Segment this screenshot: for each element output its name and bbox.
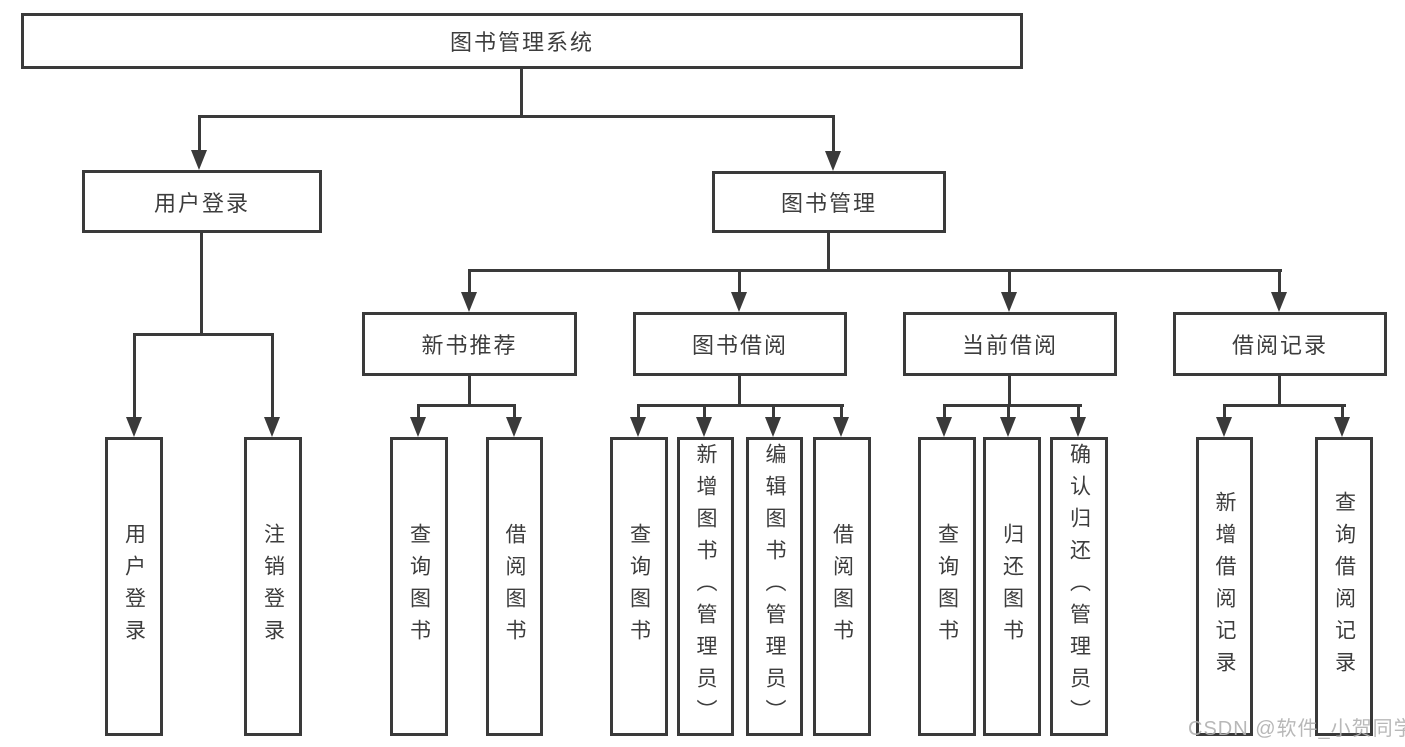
- arrow-down-icon: [1001, 292, 1017, 312]
- connector-line: [417, 404, 516, 407]
- arrow-down-icon: [765, 417, 781, 437]
- arrow-down-icon: [833, 417, 849, 437]
- leaf-query-book-3-label: 查询图书: [935, 522, 959, 651]
- arrow-down-icon: [506, 417, 522, 437]
- arrow-down-icon: [630, 417, 646, 437]
- leaf-edit-book-admin: 编辑图书（管理员）: [746, 437, 803, 736]
- leaf-return-book-label: 归还图书: [1000, 522, 1024, 651]
- node-borrow-record-label: 借阅记录: [1231, 333, 1328, 358]
- node-borrow-record: 借阅记录: [1173, 312, 1387, 376]
- leaf-return-book: 归还图书: [983, 437, 1041, 736]
- leaf-query-book-1: 查询图书: [390, 437, 448, 736]
- connector-line: [840, 404, 843, 420]
- connector-line: [738, 269, 741, 295]
- connector-line: [738, 376, 741, 407]
- connector-line: [827, 233, 830, 272]
- node-book-borrow: 图书借阅: [633, 312, 847, 376]
- connector-line: [1341, 404, 1344, 420]
- leaf-query-book-1-label: 查询图书: [407, 522, 431, 651]
- arrow-down-icon: [264, 417, 280, 437]
- node-current-borrow: 当前借阅: [903, 312, 1117, 376]
- arrow-down-icon: [191, 150, 207, 170]
- leaf-borrow-book-1-label: 借阅图书: [503, 522, 526, 651]
- node-book-management-label: 图书管理: [780, 191, 877, 216]
- arrow-down-icon: [731, 292, 747, 312]
- node-book-borrow-label: 图书借阅: [691, 333, 788, 358]
- connector-line: [513, 404, 516, 420]
- connector-line: [1278, 269, 1281, 295]
- connector-line: [637, 404, 640, 420]
- arrow-down-icon: [1216, 417, 1232, 437]
- leaf-borrow-book-1: 借阅图书: [486, 437, 543, 736]
- connector-line: [1008, 376, 1011, 407]
- watermark: CSDN @软件_小贺同学: [1188, 718, 1405, 740]
- arrow-down-icon: [936, 417, 952, 437]
- connector-line: [468, 269, 1282, 272]
- connector-line: [133, 333, 136, 419]
- connector-line: [1077, 404, 1080, 420]
- connector-line: [271, 333, 274, 419]
- connector-line: [200, 233, 203, 335]
- leaf-query-book-2-label: 查询图书: [627, 522, 651, 651]
- connector-line: [637, 404, 844, 407]
- node-user-login-label: 用户登录: [153, 190, 250, 216]
- leaf-confirm-return-admin-label: 确认归还（管理员）: [1067, 442, 1091, 731]
- connector-line: [133, 333, 274, 336]
- connector-line: [943, 404, 946, 420]
- node-new-book-recommend: 新书推荐: [362, 312, 577, 376]
- leaf-logout-label: 注销登录: [261, 522, 285, 651]
- connector-line: [1008, 269, 1011, 295]
- leaf-add-book-admin: 新增图书（管理员）: [677, 437, 734, 736]
- arrow-down-icon: [1334, 417, 1350, 437]
- connector-line: [198, 115, 201, 153]
- connector-line: [943, 404, 1082, 407]
- leaf-query-book-2: 查询图书: [610, 437, 668, 736]
- leaf-add-borrow-record: 新增借阅记录: [1196, 437, 1253, 736]
- connector-line: [772, 404, 775, 420]
- node-current-borrow-label: 当前借阅: [961, 333, 1058, 358]
- connector-line: [832, 115, 835, 154]
- arrow-down-icon: [126, 417, 142, 437]
- leaf-add-borrow-record-label: 新增借阅记录: [1213, 490, 1236, 683]
- node-new-book-recommend-label: 新书推荐: [421, 333, 518, 358]
- leaf-borrow-book-2: 借阅图书: [813, 437, 871, 736]
- connector-line: [1278, 376, 1281, 407]
- connector-line: [1007, 404, 1010, 420]
- leaf-edit-book-admin-label: 编辑图书（管理员）: [763, 442, 786, 731]
- arrow-down-icon: [1070, 417, 1086, 437]
- leaf-borrow-book-2-label: 借阅图书: [830, 522, 854, 651]
- node-root-label: 图书管理系统: [449, 30, 594, 55]
- leaf-user-login-label: 用户登录: [122, 522, 146, 651]
- node-user-login: 用户登录: [82, 170, 322, 233]
- connector-line: [417, 404, 420, 420]
- connector-line: [468, 269, 471, 295]
- leaf-user-login: 用户登录: [105, 437, 163, 736]
- connector-line: [198, 115, 835, 118]
- connector-line: [703, 404, 706, 420]
- leaf-query-borrow-record-label: 查询借阅记录: [1332, 490, 1356, 683]
- arrow-down-icon: [696, 417, 712, 437]
- leaf-query-borrow-record: 查询借阅记录: [1315, 437, 1373, 736]
- arrow-down-icon: [410, 417, 426, 437]
- connector-line: [520, 69, 523, 117]
- node-book-management: 图书管理: [712, 171, 946, 233]
- leaf-add-book-admin-label: 新增图书（管理员）: [694, 442, 717, 731]
- leaf-query-book-3: 查询图书: [918, 437, 976, 736]
- leaf-confirm-return-admin: 确认归还（管理员）: [1050, 437, 1108, 736]
- leaf-logout: 注销登录: [244, 437, 302, 736]
- arrow-down-icon: [1000, 417, 1016, 437]
- arrow-down-icon: [825, 151, 841, 171]
- connector-line: [1223, 404, 1346, 407]
- arrow-down-icon: [1271, 292, 1287, 312]
- arrow-down-icon: [461, 292, 477, 312]
- node-root: 图书管理系统: [21, 13, 1023, 69]
- connector-line: [468, 376, 471, 407]
- connector-line: [1223, 404, 1226, 420]
